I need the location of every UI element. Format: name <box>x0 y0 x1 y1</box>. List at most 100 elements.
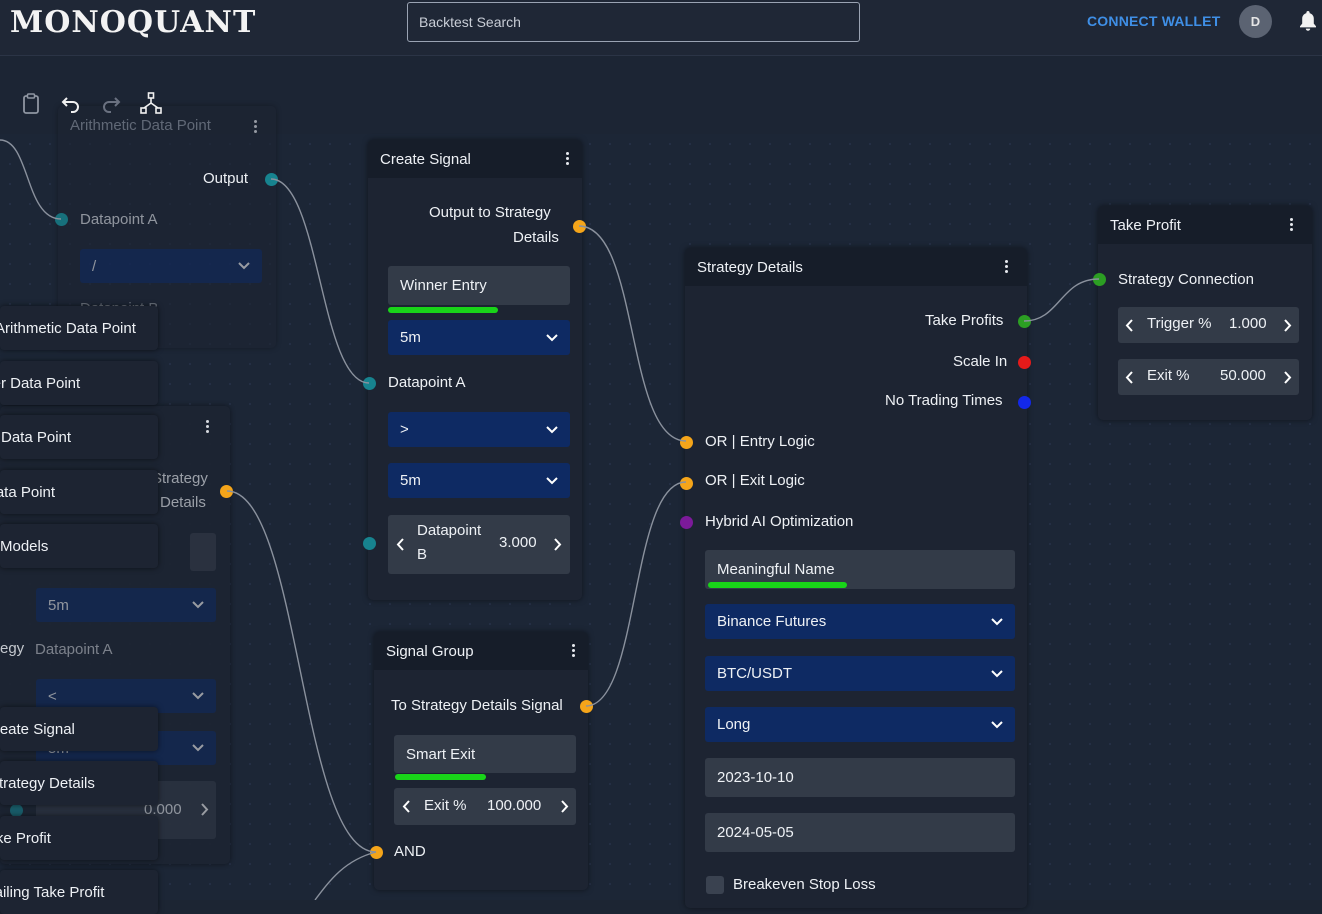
avatar[interactable]: D <box>1239 5 1272 38</box>
node-title: Create Signal <box>368 140 582 178</box>
select-value: 5m <box>400 329 421 346</box>
timeframe-select[interactable]: 5m <box>36 588 216 622</box>
kebab-icon[interactable] <box>206 420 210 434</box>
group-name-input[interactable]: Smart Exit <box>394 735 576 773</box>
stepper-value: 1.000 <box>1229 315 1267 332</box>
port-label-take-profits: Take Profits <box>925 312 1004 329</box>
select-value: Long <box>717 716 751 733</box>
port-label-scale-in: Scale In <box>953 353 1008 370</box>
port-strategy-connection[interactable] <box>1093 273 1106 286</box>
stack-item[interactable]: Take Profit <box>0 816 158 860</box>
stack-item-label: Arithmetic Data Point <box>0 320 136 337</box>
kebab-icon[interactable] <box>1005 260 1009 274</box>
signal-name-input[interactable]: Winner Entry <box>388 266 570 305</box>
network-icon[interactable] <box>140 92 162 114</box>
chevron-right-icon[interactable] <box>561 800 569 813</box>
start-date-input[interactable]: 2023-10-10 <box>705 758 1015 797</box>
bell-icon[interactable] <box>1298 10 1318 32</box>
chevron-down-icon <box>991 669 1003 677</box>
select-value: > <box>400 421 409 438</box>
chevron-right-icon[interactable] <box>201 803 209 816</box>
input-value: Meaningful Name <box>717 561 835 578</box>
port-output[interactable] <box>265 173 278 186</box>
exit-percent-stepper[interactable]: Exit % 50.000 <box>1118 359 1299 395</box>
stepper-label-line2: B <box>417 546 428 563</box>
clipboard-icon[interactable] <box>20 92 42 114</box>
backtest-search-input[interactable] <box>407 2 860 42</box>
node-title: Signal Group <box>374 632 588 670</box>
port-output-to-strategy[interactable] <box>573 220 586 233</box>
kebab-icon[interactable] <box>572 644 576 658</box>
port-datapoint-b[interactable] <box>363 537 376 550</box>
datapoint-b-stepper[interactable]: Datapoint B 3.000 <box>388 515 570 574</box>
kebab-icon[interactable] <box>254 120 258 134</box>
chevron-down-icon <box>238 262 250 270</box>
stack-item[interactable]: Models <box>0 524 158 568</box>
port-datapoint-a[interactable] <box>363 377 376 390</box>
direction-select[interactable]: Long <box>705 707 1015 742</box>
stack-item[interactable]: Create Signal <box>0 707 158 751</box>
port-output[interactable] <box>220 485 233 498</box>
port-datapoint-a[interactable] <box>55 213 68 226</box>
chevron-right-icon[interactable] <box>1284 319 1292 332</box>
chevron-right-icon[interactable] <box>554 538 562 551</box>
stepper-value: 0.000 <box>144 801 182 818</box>
chevron-left-icon[interactable] <box>402 800 410 813</box>
chevron-left-icon[interactable] <box>1125 319 1133 332</box>
stack-item-label: Create Signal <box>0 721 75 738</box>
port-entry-logic[interactable] <box>680 436 693 449</box>
timeframe-select[interactable]: 5m <box>388 320 570 355</box>
breakeven-label: Breakeven Stop Loss <box>733 876 876 893</box>
port-label-datapoint-a: Datapoint A <box>80 211 158 228</box>
chevron-left-icon[interactable] <box>396 538 404 551</box>
port-take-profits[interactable] <box>1018 315 1031 328</box>
operator-select[interactable]: / <box>80 249 262 283</box>
timeframe-select-2[interactable]: 5m <box>388 463 570 498</box>
kebab-icon[interactable] <box>566 152 570 166</box>
chevron-down-icon <box>991 617 1003 625</box>
chevron-right-icon[interactable] <box>1284 371 1292 384</box>
connect-wallet-button[interactable]: CONNECT WALLET <box>1087 13 1221 29</box>
port-label-strategy: Strategy <box>152 470 208 487</box>
chevron-down-icon <box>546 425 558 433</box>
stack-item[interactable]: Strategy Details <box>0 761 158 805</box>
chevron-down-icon <box>546 476 558 484</box>
operator-select[interactable]: > <box>388 412 570 447</box>
input-box[interactable] <box>190 533 216 571</box>
node-title: Take Profit <box>1098 206 1312 244</box>
exit-percent-stepper[interactable]: Exit % 100.000 <box>394 788 576 825</box>
port-datapoint-b[interactable] <box>10 804 23 817</box>
node-title-text: Take Profit <box>1110 217 1181 234</box>
port-exit-logic[interactable] <box>680 477 693 490</box>
port-label-strategy: egy <box>0 640 25 657</box>
undo-icon[interactable] <box>60 92 82 114</box>
node-title-text: Strategy Details <box>697 259 803 276</box>
port-hybrid-ai[interactable] <box>680 516 693 529</box>
port-label-output-line2: Details <box>513 229 559 246</box>
chevron-left-icon[interactable] <box>1125 371 1133 384</box>
exchange-select[interactable]: Binance Futures <box>705 604 1015 639</box>
stack-item[interactable]: Data Point <box>0 470 158 514</box>
kebab-icon[interactable] <box>1290 218 1294 232</box>
port-no-trading-times[interactable] <box>1018 396 1031 409</box>
port-and[interactable] <box>370 846 383 859</box>
end-date-input[interactable]: 2024-05-05 <box>705 813 1015 852</box>
stack-item[interactable]: Arithmetic Data Point <box>0 306 158 350</box>
breakeven-checkbox[interactable] <box>706 876 724 894</box>
redo-icon[interactable] <box>100 92 122 114</box>
port-scale-in[interactable] <box>1018 356 1031 369</box>
stack-item[interactable]: Trigger Data Point <box>0 361 158 405</box>
pair-select[interactable]: BTC/USDT <box>705 656 1015 691</box>
port-to-strategy-details[interactable] <box>580 700 593 713</box>
logo[interactable]: MONOQUANT <box>10 5 257 40</box>
stack-item[interactable]: Trailing Take Profit <box>0 870 158 914</box>
select-value: < <box>48 687 57 705</box>
port-label-output: Output <box>203 170 249 187</box>
stepper-label: Exit % <box>1147 367 1190 384</box>
stepper-label-line1: Datapoint <box>417 522 482 539</box>
stack-item[interactable]: Data Point <box>0 415 158 459</box>
trigger-percent-stepper[interactable]: Trigger % 1.000 <box>1118 307 1299 343</box>
stack-item-label: Models <box>0 538 49 555</box>
node-title-text: Signal Group <box>386 643 474 660</box>
select-value: 5m <box>48 596 69 614</box>
